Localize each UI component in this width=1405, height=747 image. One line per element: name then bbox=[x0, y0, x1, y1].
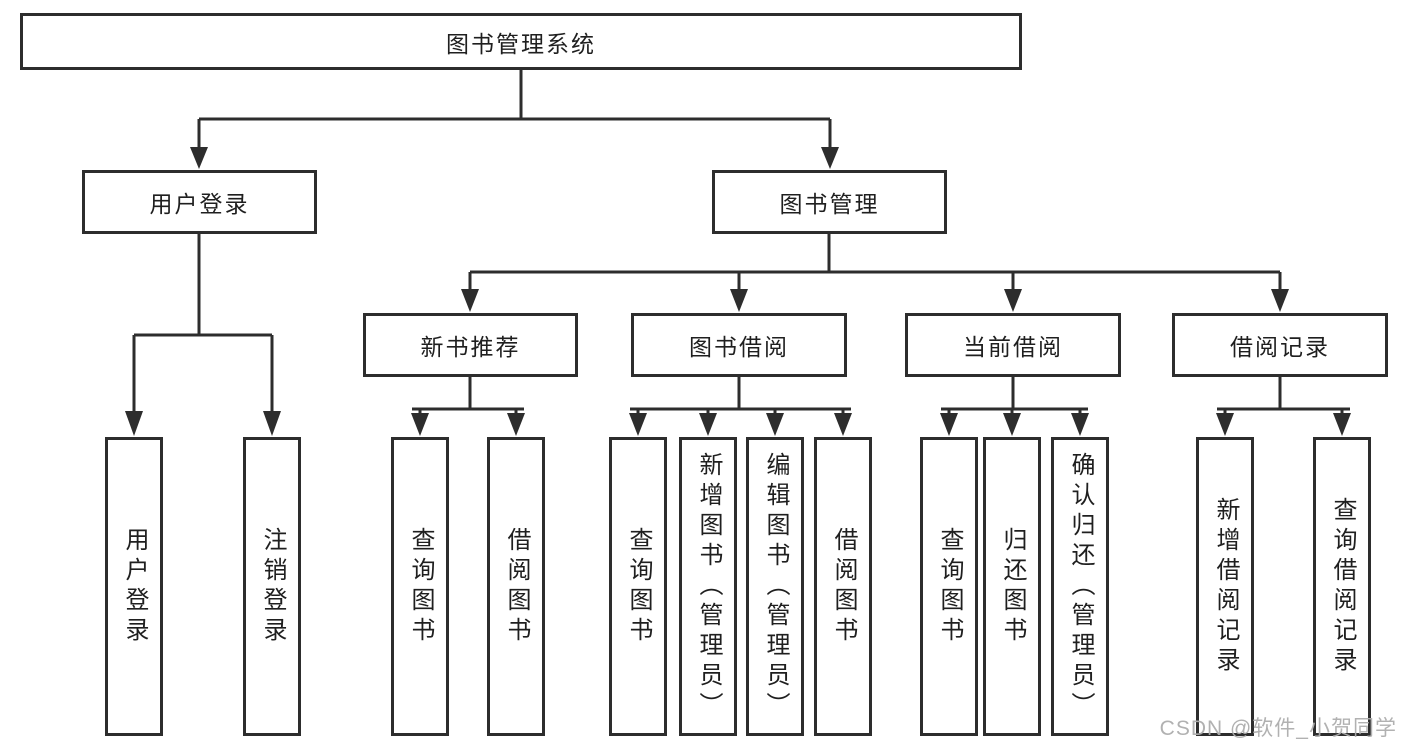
leaf-label: 编辑图书（管理员） bbox=[762, 451, 789, 722]
node-root-library-system: 图书管理系统 bbox=[20, 13, 1022, 70]
leaf-label: 新增借阅记录 bbox=[1212, 496, 1239, 677]
leaf-label: 归还图书 bbox=[999, 526, 1026, 647]
connector-root-to-level2 bbox=[190, 70, 839, 169]
leaf-user-login: 用户登录 bbox=[105, 437, 163, 736]
connector-borrow-records-to-leaves bbox=[1216, 376, 1351, 436]
leaf-query-books-borrow: 查询图书 bbox=[609, 437, 667, 736]
leaf-return-books: 归还图书 bbox=[983, 437, 1041, 736]
node-borrow-records: 借阅记录 bbox=[1172, 313, 1388, 377]
leaf-label: 新增图书（管理员） bbox=[695, 451, 722, 722]
node-book-management: 图书管理 bbox=[712, 170, 947, 234]
connector-new-books-to-leaves bbox=[411, 376, 525, 436]
node-book-borrow: 图书借阅 bbox=[631, 313, 847, 377]
leaf-label: 查询图书 bbox=[625, 526, 652, 647]
node-current-borrow: 当前借阅 bbox=[905, 313, 1121, 377]
leaf-query-borrow-record: 查询借阅记录 bbox=[1313, 437, 1371, 736]
connector-book-mgmt-to-level3 bbox=[461, 233, 1289, 312]
leaf-label: 查询图书 bbox=[407, 526, 434, 647]
leaf-borrow-books: 借阅图书 bbox=[814, 437, 872, 736]
leaf-label: 注销登录 bbox=[259, 526, 286, 647]
node-user-login: 用户登录 bbox=[82, 170, 317, 234]
connector-current-borrow-to-leaves bbox=[940, 376, 1089, 436]
leaf-add-books-admin: 新增图书（管理员） bbox=[679, 437, 737, 736]
leaf-logout: 注销登录 bbox=[243, 437, 301, 736]
leaf-edit-books-admin: 编辑图书（管理员） bbox=[746, 437, 804, 736]
leaf-confirm-return-admin: 确认归还（管理员） bbox=[1051, 437, 1109, 736]
leaf-label: 借阅图书 bbox=[503, 526, 530, 647]
leaf-query-books-recommend: 查询图书 bbox=[391, 437, 449, 736]
connector-book-borrow-to-leaves bbox=[629, 376, 852, 436]
leaf-label: 确认归还（管理员） bbox=[1067, 451, 1094, 722]
leaf-label: 借阅图书 bbox=[830, 526, 857, 647]
leaf-label: 用户登录 bbox=[121, 526, 148, 647]
connector-user-login-to-leaves bbox=[125, 233, 281, 436]
leaf-query-books-current: 查询图书 bbox=[920, 437, 978, 736]
leaf-label: 查询图书 bbox=[936, 526, 963, 647]
csdn-watermark: CSDN @软件_小贺同学 bbox=[1159, 717, 1397, 740]
leaf-label: 查询借阅记录 bbox=[1329, 496, 1356, 677]
node-new-book-recommend: 新书推荐 bbox=[363, 313, 578, 377]
leaf-borrow-books-recommend: 借阅图书 bbox=[487, 437, 545, 736]
leaf-add-borrow-record: 新增借阅记录 bbox=[1196, 437, 1254, 736]
